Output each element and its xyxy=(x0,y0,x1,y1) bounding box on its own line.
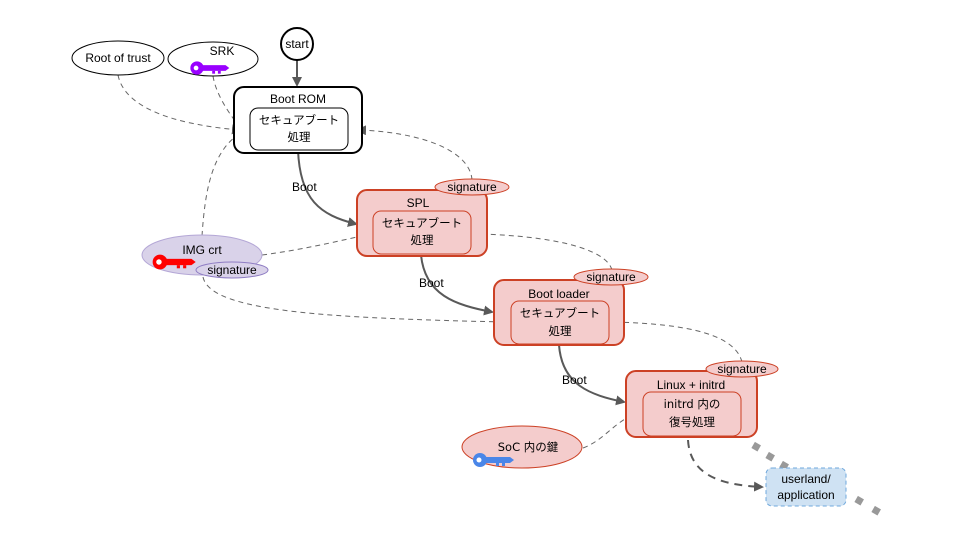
stage-inner-line1: セキュアブート xyxy=(382,216,462,230)
soc-key-label: SoC 内の鍵 xyxy=(498,440,559,454)
stage-title: Boot ROM xyxy=(270,92,326,106)
stage-title: Linux + initrd xyxy=(657,378,725,392)
stage-boot-rom[interactable]: Boot ROM セキュアブート 処理 xyxy=(233,86,363,154)
stage-title: SPL xyxy=(407,196,430,210)
key-icon xyxy=(152,254,196,270)
key-icon xyxy=(473,453,514,467)
soc-key-node[interactable]: SoC 内の鍵 xyxy=(461,425,583,469)
stage-inner-line1: セキュアブート xyxy=(520,306,600,320)
arrow-spl-to-bootloader xyxy=(420,254,494,316)
boot-label: Boot xyxy=(292,180,317,194)
stage-inner-line2: 処理 xyxy=(549,324,572,338)
key-icon xyxy=(190,61,230,75)
arrow-linux-to-userland xyxy=(687,439,764,492)
stage-linux-initrd[interactable]: Linux + initrd initrd 内の 復号処理 signature xyxy=(625,360,779,438)
userland-node[interactable]: userland/ application xyxy=(765,467,847,507)
signature-label: signature xyxy=(447,180,497,194)
srk-node[interactable]: SRK xyxy=(167,41,259,77)
stage-inner-line2: 復号処理 xyxy=(669,415,715,429)
arrow-bootrom-to-spl xyxy=(297,149,358,227)
connector-imgcrt-sig-to-bootloader xyxy=(202,276,506,327)
stage-inner-line1: initrd 内の xyxy=(664,397,721,411)
dashed-connectors xyxy=(117,74,743,449)
userland-line2: application xyxy=(777,488,834,502)
boot-label: Boot xyxy=(562,373,587,387)
stage-title: Boot loader xyxy=(528,287,589,301)
signature-badge[interactable]: signature xyxy=(573,268,649,286)
root-of-trust-label: Root of trust xyxy=(85,51,151,65)
signature-badge[interactable]: signature xyxy=(705,360,779,378)
boot-arrows xyxy=(292,60,626,406)
signature-label: signature xyxy=(586,270,636,284)
stage-boot-loader[interactable]: Boot loader セキュアブート 処理 signature xyxy=(493,268,649,346)
connector-root-of-trust-to-bootrom xyxy=(117,74,242,135)
img-crt-node[interactable]: IMG crt signature xyxy=(141,234,269,279)
boot-labels: Boot Boot Boot xyxy=(292,180,587,387)
connector-linux-sig-to-bootloader xyxy=(612,317,743,363)
root-of-trust-node[interactable]: Root of trust xyxy=(71,40,165,76)
srk-label: SRK xyxy=(210,44,235,58)
stage-inner-line2: 処理 xyxy=(288,130,311,144)
signature-label: signature xyxy=(207,263,257,277)
signature-label: signature xyxy=(717,362,767,376)
start-node[interactable]: start xyxy=(280,27,314,61)
signature-badge[interactable]: signature xyxy=(195,261,269,279)
stage-spl[interactable]: SPL セキュアブート 処理 signature xyxy=(356,178,510,257)
boot-label: Boot xyxy=(419,276,444,290)
stage-inner-line2: 処理 xyxy=(411,233,434,247)
signature-badge[interactable]: signature xyxy=(434,178,510,196)
connector-bootloader-sig-to-spl xyxy=(478,229,613,271)
arrow-bootloader-to-linux xyxy=(558,344,626,406)
connector-imgcrt-to-bootrom xyxy=(201,131,243,237)
stage-inner-line1: セキュアブート xyxy=(259,113,339,127)
start-label: start xyxy=(285,37,309,51)
connector-spl-sig-to-bootrom xyxy=(356,125,473,181)
img-crt-label: IMG crt xyxy=(182,243,222,257)
connector-imgcrt-to-spl xyxy=(261,231,368,256)
userland-line1: userland/ xyxy=(781,472,831,486)
